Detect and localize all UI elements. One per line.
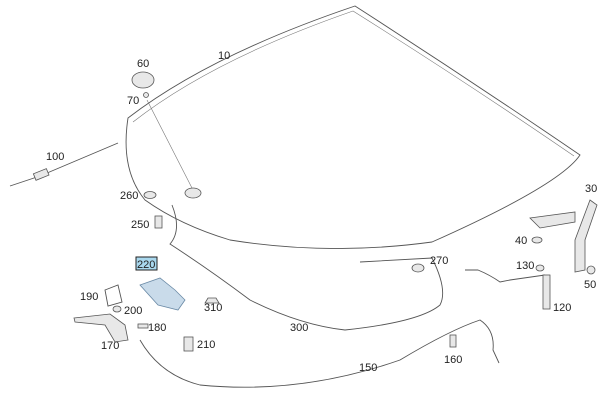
emblem-part-60[interactable] [131, 71, 155, 89]
gas-strut-part-100[interactable] [9, 142, 119, 187]
nozzle-part-120[interactable] [542, 274, 551, 310]
label-60[interactable]: 60 [137, 58, 149, 70]
label-180[interactable]: 180 [148, 322, 166, 334]
label-200[interactable]: 200 [124, 305, 142, 317]
label-130[interactable]: 130 [516, 260, 534, 272]
label-260[interactable]: 260 [120, 190, 138, 202]
label-170[interactable]: 170 [101, 340, 119, 352]
clip-part-310[interactable] [204, 297, 220, 304]
label-220[interactable]: 220 [137, 259, 155, 271]
label-40[interactable]: 40 [515, 235, 527, 247]
label-100[interactable]: 100 [46, 151, 64, 163]
handle-part-170[interactable] [73, 313, 129, 343]
clip-part-160[interactable] [449, 334, 457, 348]
bracket-part-190[interactable] [104, 284, 123, 307]
nut-part-130[interactable] [535, 264, 545, 272]
label-10[interactable]: 10 [218, 50, 230, 62]
nut-part-200[interactable] [112, 305, 122, 313]
liner-part-300[interactable] [169, 204, 444, 331]
cable-part-150[interactable] [139, 319, 500, 388]
buffer-part-260[interactable] [143, 191, 157, 199]
buffer-part-270[interactable] [411, 263, 425, 273]
hood-part-10[interactable] [125, 5, 581, 249]
label-50[interactable]: 50 [584, 279, 596, 291]
switch-part-210[interactable] [183, 336, 194, 352]
selected-part-highlight [135, 256, 158, 271]
nut-part-50[interactable] [586, 265, 596, 275]
lock-part-220[interactable] [139, 277, 186, 311]
hose-part [465, 269, 546, 283]
label-270[interactable]: 270 [430, 255, 448, 267]
label-30[interactable]: 30 [585, 183, 597, 195]
label-190[interactable]: 190 [80, 291, 98, 303]
hinge-part-30[interactable] [529, 211, 576, 229]
washer-part-40[interactable] [531, 236, 543, 244]
label-300[interactable]: 300 [290, 322, 308, 334]
label-160[interactable]: 160 [444, 354, 462, 366]
grommet-part-70[interactable] [143, 92, 149, 98]
label-120[interactable]: 120 [553, 302, 571, 314]
label-310[interactable]: 310 [204, 302, 222, 314]
hood-inner-edge [132, 10, 575, 157]
label-250[interactable]: 250 [131, 219, 149, 231]
bolt-part-180[interactable] [137, 323, 149, 329]
label-210[interactable]: 210 [197, 339, 215, 351]
label-70[interactable]: 70 [127, 95, 139, 107]
switch-part-250[interactable] [154, 215, 163, 229]
label-150[interactable]: 150 [359, 362, 377, 374]
